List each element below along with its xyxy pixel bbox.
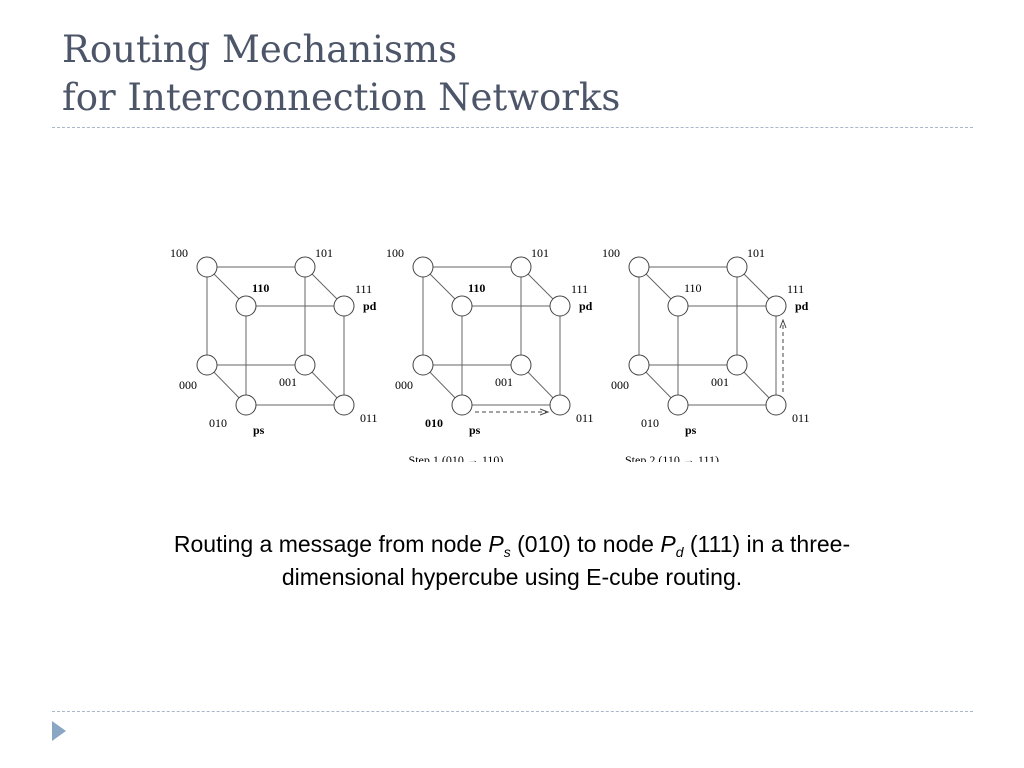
node-100 [412,256,434,278]
node-label-110: 110 [684,281,702,295]
pd-label: pd [579,299,593,313]
node-010 [451,394,473,416]
node-label-100: 100 [170,246,188,260]
node-label-010: 010 [209,416,227,430]
node-100 [196,256,218,278]
slide-title: Routing Mechanisms for Interconnection N… [62,26,620,122]
node-label-101: 101 [531,246,549,260]
node-000 [628,354,650,376]
node-000 [196,354,218,376]
node-label-101: 101 [315,246,333,260]
node-011 [765,394,787,416]
node-label-101: 101 [747,246,765,260]
pd-label: pd [363,299,377,313]
ps-label: ps [685,423,697,437]
node-label-110: 110 [468,281,485,295]
slide-title-line-2: for Interconnection Networks [62,76,621,119]
slide-caption: Routing a message from node Ps (010) to … [173,531,851,590]
step-label: Step 2 (110 → 111) [625,453,719,467]
node-110 [235,295,257,317]
node-001 [510,354,532,376]
node-label-100: 100 [386,246,404,260]
node-001 [726,354,748,376]
node-110 [451,295,473,317]
node-010 [235,394,257,416]
ps-label: ps [469,423,481,437]
slide-bullet-icon [52,721,66,741]
node-label-000: 000 [179,378,197,392]
node-label-001: 001 [711,375,729,389]
ps-label: ps [253,423,265,437]
node-label-110: 110 [252,281,269,295]
pd-label: pd [795,299,809,313]
node-111 [333,295,355,317]
node-label-001: 001 [279,375,297,389]
node-011 [333,394,355,416]
node-111 [765,295,787,317]
node-101 [510,256,532,278]
step-label: Step 1 (010 → 110) [409,453,504,467]
node-label-010: 010 [641,416,659,430]
node-000 [412,354,434,376]
node-label-000: 000 [395,378,413,392]
node-label-111: 111 [355,282,372,296]
node-label-100: 100 [602,246,620,260]
node-001 [294,354,316,376]
title-divider [52,127,973,128]
node-101 [294,256,316,278]
node-label-111: 111 [787,282,804,296]
node-label-011: 011 [576,411,594,425]
node-111 [549,295,571,317]
node-010 [667,394,689,416]
node-label-000: 000 [611,378,629,392]
node-label-011: 011 [792,411,810,425]
route-arrowhead [539,408,550,416]
footer-divider [52,711,973,712]
node-label-011: 011 [360,411,378,425]
hypercube-1: 100 101 110 111 000 001 010 011 pd ps [170,246,378,437]
node-110 [667,295,689,317]
node-100 [628,256,650,278]
node-label-010: 010 [425,416,443,430]
node-101 [726,256,748,278]
slide-title-line-1: Routing Mechanisms [62,28,458,71]
node-label-111: 111 [571,282,588,296]
node-011 [549,394,571,416]
node-label-001: 001 [495,375,513,389]
route-arrowhead [779,318,787,329]
